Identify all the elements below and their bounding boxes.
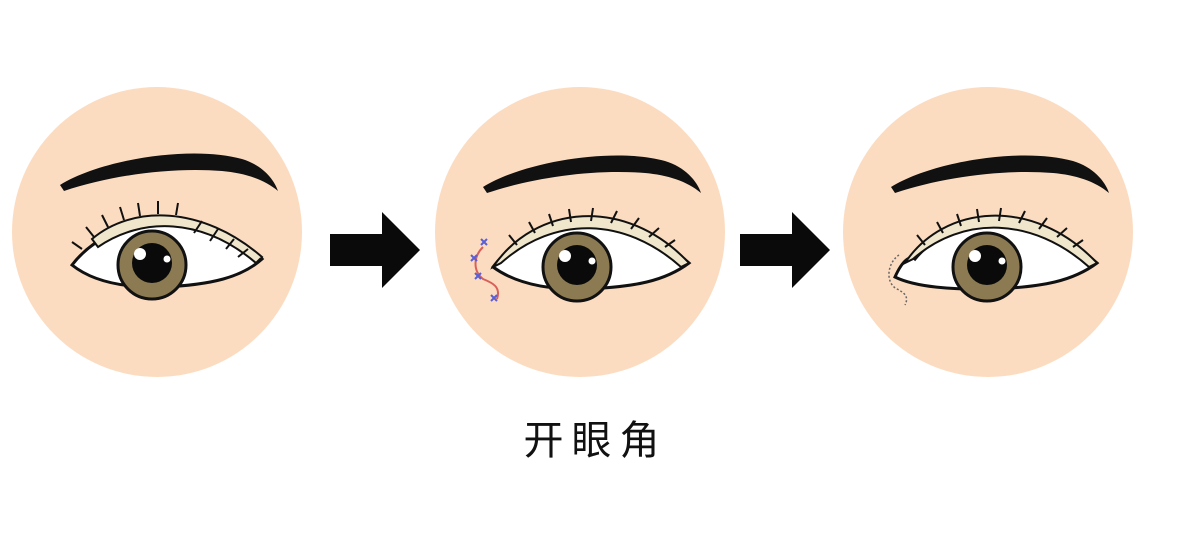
eyebrow-icon [483, 155, 701, 193]
panel-before [12, 87, 302, 377]
arrow-right-icon [330, 212, 420, 288]
dotted-outline [888, 254, 908, 306]
panel-after [843, 87, 1133, 377]
eyebrow-icon [60, 153, 278, 191]
caption: 开眼角 [523, 418, 668, 464]
eye-before-illustration [12, 87, 302, 377]
panel-procedure [435, 87, 725, 377]
eye-after-illustration [843, 87, 1133, 377]
arrow-right-icon [740, 212, 830, 288]
incision-marks [470, 238, 499, 302]
eye-procedure-illustration [435, 87, 725, 377]
eyebrow-icon [891, 155, 1109, 193]
